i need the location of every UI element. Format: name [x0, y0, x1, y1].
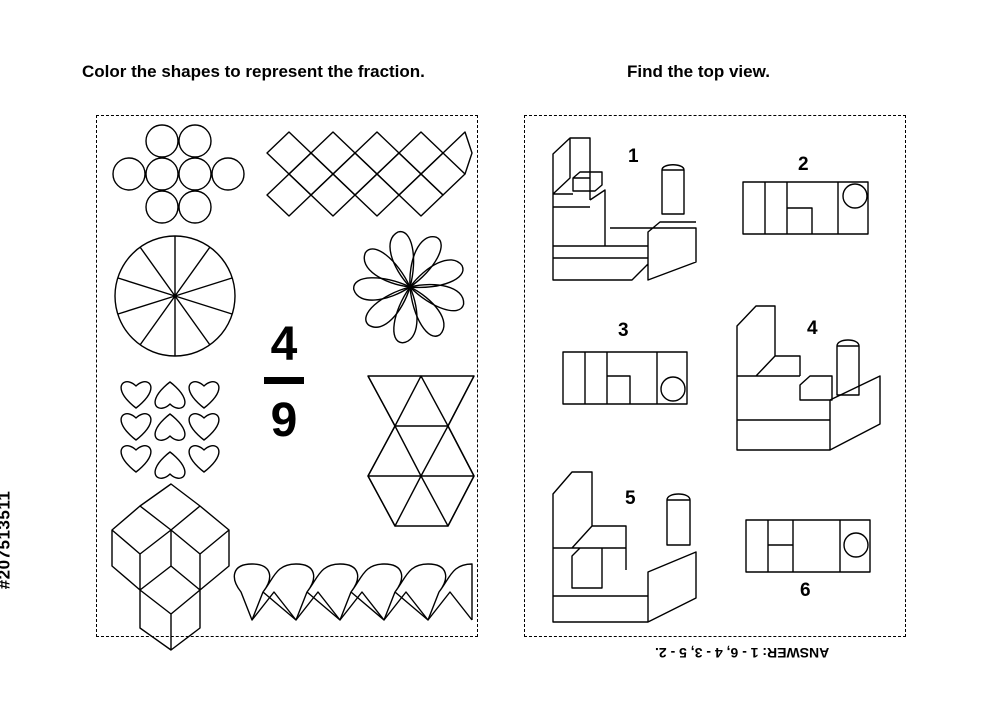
flower-shape — [353, 231, 465, 344]
block-figure-1 — [552, 137, 697, 281]
fraction-panel — [96, 115, 478, 637]
diamonds-shape — [266, 131, 473, 217]
figure-number-4: 4 — [807, 318, 818, 339]
cubes-shape — [111, 483, 230, 651]
figure-number-6: 6 — [800, 580, 811, 601]
circles-shape — [112, 124, 245, 224]
left-heading: Color the shapes to represent the fracti… — [82, 62, 425, 81]
figure-number-3: 3 — [618, 320, 629, 341]
figure-number-1: 1 — [628, 146, 639, 167]
top-view-panel — [524, 115, 906, 637]
block-figure-4 — [736, 305, 881, 451]
block-figure-5 — [552, 471, 697, 623]
stock-id-label: #207513511 — [0, 490, 14, 590]
pie-shape — [114, 235, 236, 357]
top-view-2 — [742, 181, 869, 235]
hearts-shape — [120, 381, 220, 479]
answer-text: ANSWER: 1 - 6, 4 - 3, 5 - 2. — [655, 645, 830, 661]
triangles-shape — [367, 375, 475, 527]
drops-shape — [233, 563, 473, 621]
top-view-3 — [562, 351, 688, 405]
figure-number-5: 5 — [625, 488, 636, 509]
fraction-bar — [264, 377, 304, 384]
right-heading: Find the top view. — [627, 62, 770, 81]
figure-number-2: 2 — [798, 154, 809, 175]
fraction-numerator: 4 — [270, 318, 298, 371]
fraction-denominator: 9 — [270, 394, 298, 447]
top-view-6 — [745, 519, 871, 573]
